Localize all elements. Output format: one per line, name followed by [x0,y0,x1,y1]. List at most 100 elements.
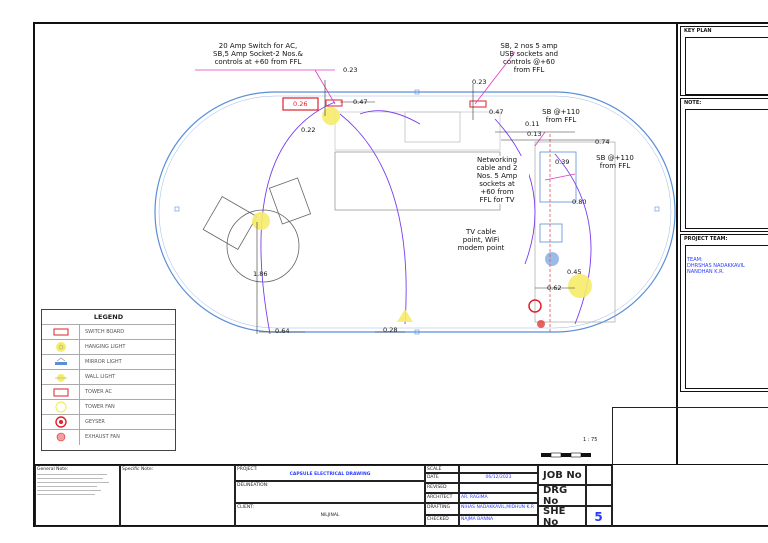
wall-light-3 [568,274,592,298]
legend-label: SWITCH BOARD [85,329,125,335]
dim-0-13: 0.13 [527,130,542,138]
dim-0-23a: 0.23 [343,66,358,74]
key-plan-box: KEY PLAN [680,26,768,96]
wiring-arc-1 [260,101,336,335]
dim-0-80: 0.80 [572,198,587,206]
capsule-outline [154,91,676,333]
checked-value: NAJMA BANNA [459,515,538,527]
blank-corner-cell [612,407,768,527]
project-team-box: PROJECT TEAM: TEAM: DHRSHAS NADAKKAVIL N… [680,234,768,392]
specific-note-cell: Specific Note: [120,465,235,527]
chair-right [268,177,312,225]
project-value: CAPSULE ELECTRICAL DRAWING [289,472,371,477]
toilet [545,252,559,266]
wiring-arc-3 [359,110,421,125]
revised-value-cell [459,483,538,493]
legend-label: TOWER AC [85,389,112,395]
legend-label: HANGING LIGHT [85,344,126,350]
sb110-top-annotation: SB @+110 from FFL [542,108,580,124]
wall-light-icon [55,374,67,382]
team-member: NANDHAN K.R. [687,269,725,275]
wiring-arc-4 [494,118,536,265]
floor-plan [154,51,676,335]
dim-0-11: 0.11 [525,120,540,128]
legend-label: MIRROR LIGHT [85,359,122,365]
scale-label-cell: SCALE [425,465,459,473]
wall-light-4 [397,309,413,322]
legend-row-geyser: GEYSER [42,414,175,430]
dim-1-86: 1.86 [253,270,268,278]
title-block: General Note: Specific Note: PROJECT: CA… [35,407,768,528]
delineation-cell: DELINEATION: [235,481,425,503]
bed-pillows [404,111,461,143]
switch-board-1 [282,97,319,111]
job-no-label: JOB No [538,465,586,485]
exhaust-fan [537,320,545,328]
project-label: PROJECT: [237,467,258,472]
dim-0-47a: 0.47 [353,98,368,106]
legend-row-hanging-light: HANGING LIGHT [42,339,175,355]
tv-annotation: TV cable point, WiFi modem point [450,228,512,252]
legend-row-exhaust-fan: EXHAUST FAN [42,429,175,445]
wardrobe [539,151,577,203]
legend-row-tower-ac: TOWER AC [42,384,175,400]
bathroom-wall [534,141,616,323]
usb-annotation: SB, 2 nos 5 amp USB sockets and controls… [499,42,559,74]
dim-0-64: 0.64 [275,327,290,335]
wiring-arc-2 [339,113,407,325]
legend-label: EXHAUST FAN [85,434,120,440]
team-label: TEAM: [687,257,703,263]
legend-row-tower-fan: TOWER FAN [42,399,175,415]
general-note-label: General Note: [37,467,69,472]
client-label: CLIENT: [237,505,254,510]
client-value: NILJINAL [320,513,340,518]
architect-label-cell: ARCHITECT [425,493,459,503]
team-member: DHRSHAS NADAKKAVIL [687,263,745,269]
dim-0-22: 0.22 [301,126,316,134]
dim-0-62: 0.62 [547,284,562,292]
project-cell: PROJECT: CAPSULE ELECTRICAL DRAWING [235,465,425,481]
networking-annotation: Networking cable and 2 Nos. 5 Amp socket… [465,156,529,204]
note-label: NOTE: [684,100,702,106]
dim-0-47b: 0.47 [489,108,504,116]
sink [539,223,563,243]
legend-label: GEYSER [85,419,105,425]
switch-board-icon [53,328,69,336]
dim-0-74: 0.74 [595,138,610,146]
chair-left [202,195,258,251]
hanging-light-icon [56,342,66,352]
capsule-outline-inner [158,95,672,329]
date-label-cell: DATE [425,473,459,483]
delineation-label: DELINEATION: [237,483,269,488]
legend-title: LEGEND [93,313,124,321]
she-no-value: 5 [586,506,612,527]
drafting-value: NIHAS NADAKKAVIL,MIDHUN K.R [459,503,538,515]
job-no-value [586,465,612,485]
wall-light-1 [322,107,340,125]
key-plan-label: KEY PLAN [684,28,712,34]
dim-0-45: 0.45 [567,268,582,276]
project-team-label: PROJECT TEAM: [684,236,728,242]
wall-light-2 [252,212,270,230]
mirror-light-icon [55,357,67,365]
dim-0-23b: 0.23 [472,78,487,86]
legend-box: LEGEND SWITCH BOARD HANGING LIGHT MIRROR… [41,309,176,451]
exhaust-fan-icon [56,432,66,442]
drg-no-value [586,485,612,506]
geyser-icon [55,416,67,428]
dim-0-39: 0.39 [555,158,570,166]
sb110-right-annotation: SB @+110 from FFL [596,154,634,170]
legend-row-mirror-light: MIRROR LIGHT [42,354,175,370]
architect-value: AR. RAGIMA [459,493,538,503]
checked-label-cell: CHECKED [425,515,459,527]
legend-label: TOWER FAN [85,404,115,410]
drafting-label-cell: DRAFTING [425,503,459,515]
dim-0-26: 0.26 [293,100,308,108]
scale-bar [541,444,593,458]
plan-area: 20 Amp Switch for AC, SB,5 Amp Socket-2 … [35,24,678,464]
scale-value-cell [459,465,538,473]
drawing-sheet: 20 Amp Switch for AC, SB,5 Amp Socket-2 … [33,22,768,527]
revised-label-cell: REVISED [425,483,459,493]
tower-fan-icon [55,401,67,413]
client-cell: CLIENT: NILJINAL [235,503,425,527]
